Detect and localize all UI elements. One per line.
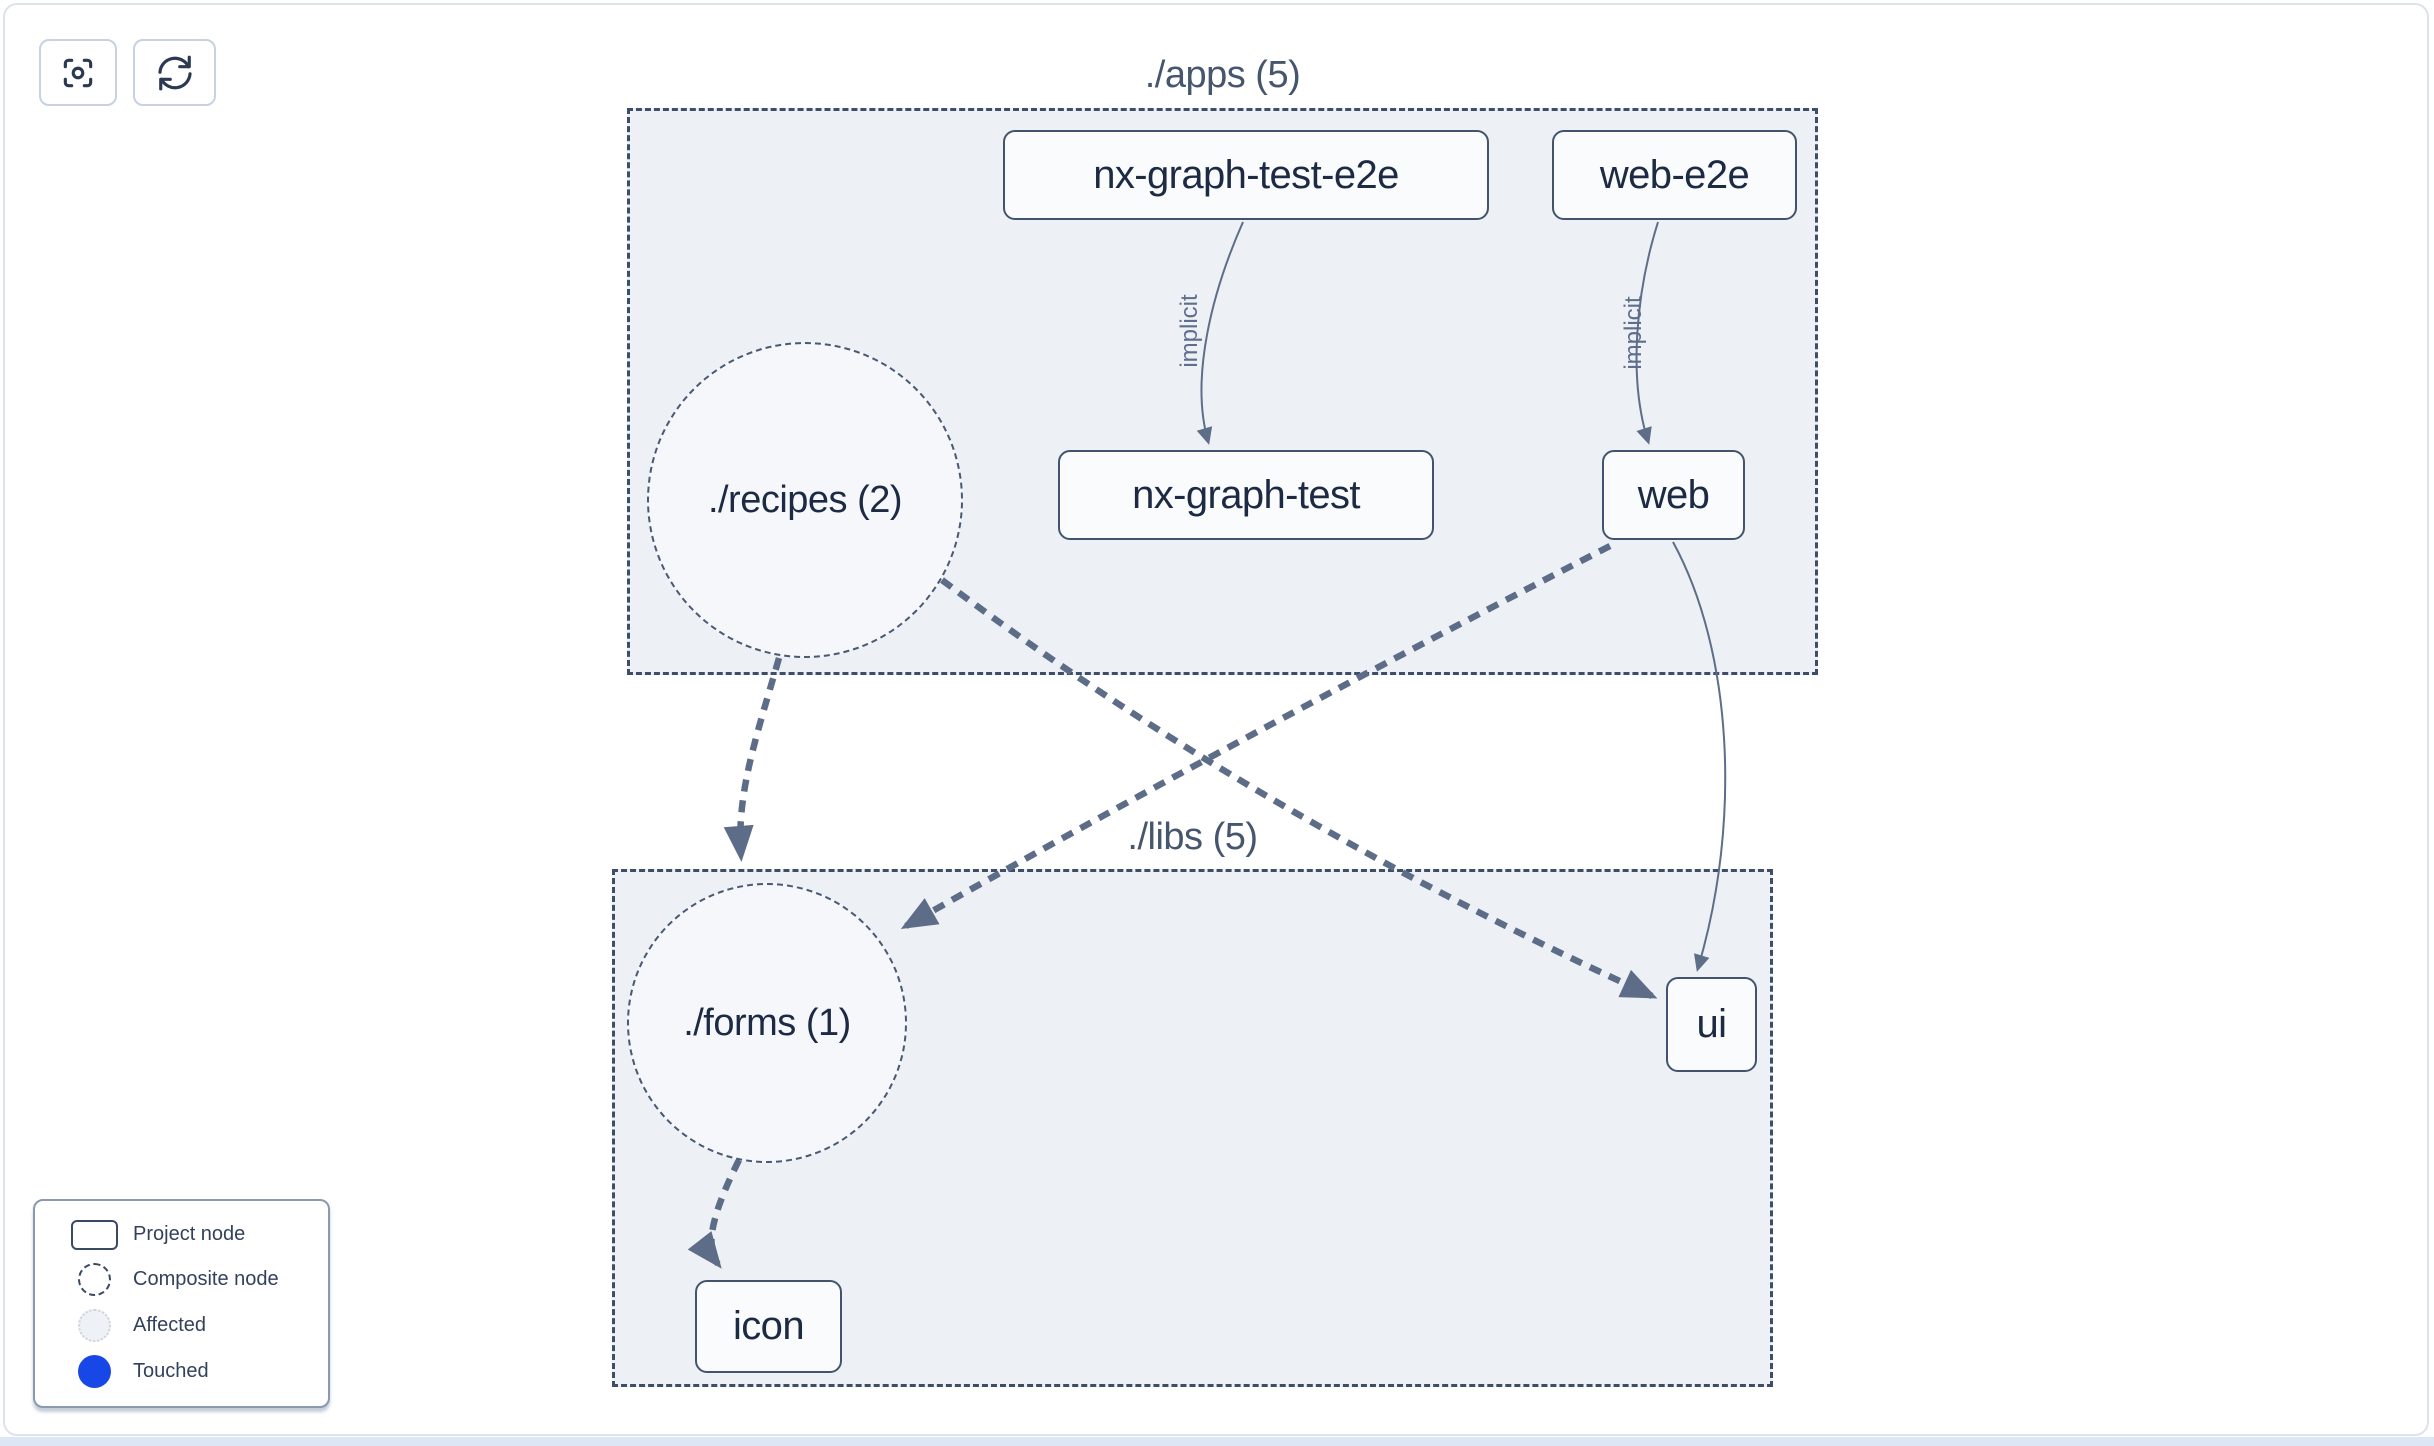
edge-recipes-to-ui[interactable] [940,577,1658,999]
composite-node-recipes[interactable]: ./recipes (2) [647,342,963,658]
affected-swatch [77,1308,111,1342]
refresh-icon [156,54,194,92]
project-node-ui-label: ui [1696,1002,1728,1046]
legend: Project node Composite node Affected Tou… [33,1199,330,1408]
project-node-icon[interactable]: icon [695,1280,842,1373]
legend-item-project-node: Project node [55,1219,318,1250]
legend-item-touched: Touched [55,1354,318,1388]
composite-node-forms[interactable]: ./forms (1) [627,883,907,1163]
bottom-band [0,1437,2434,1446]
project-node-web-label: web [1637,472,1710,517]
scan-focus-icon [59,54,97,92]
legend-label: Affected [133,1313,207,1336]
legend-label: Composite node [133,1267,279,1290]
project-node-nx-graph-test-e2e[interactable]: nx-graph-test-e2e [1003,130,1489,220]
edge-web-e2e-to-web[interactable] [1635,221,1659,445]
legend-item-affected: Affected [55,1308,318,1342]
legend-label: Project node [133,1223,246,1245]
refresh-button[interactable] [133,39,216,106]
cluster-apps-title: ./apps (5) [1144,54,1301,96]
touched-swatch [77,1354,111,1388]
legend-item-composite-node: Composite node [55,1262,318,1296]
edge-label-implicit-2: implicit [1620,296,1647,370]
legend-label: Touched [133,1359,209,1382]
project-node-web-e2e[interactable]: web-e2e [1552,130,1797,220]
project-node-nx-graph-test[interactable]: nx-graph-test [1058,450,1434,540]
project-node-ui[interactable]: ui [1666,977,1757,1072]
project-node-swatch [70,1219,118,1250]
project-node-nx-graph-test-e2e-label: nx-graph-test-e2e [1093,152,1399,197]
composite-node-forms-label: ./forms (1) [683,1001,851,1044]
project-node-web-e2e-label: web-e2e [1599,152,1750,197]
focus-button[interactable] [39,39,117,106]
edge-web-to-ui[interactable] [1672,541,1727,972]
cluster-libs-title: ./libs (5) [1127,816,1258,858]
composite-node-recipes-label: ./recipes (2) [707,478,903,521]
edge-forms-to-icon[interactable] [687,1158,742,1269]
edge-nx-graph-test-e2e-to-nx-graph-test[interactable] [1196,221,1244,445]
project-node-icon-label: icon [733,1304,805,1348]
edge-recipes-to-forms[interactable] [723,657,783,862]
project-node-web[interactable]: web [1602,450,1745,540]
project-node-nx-graph-test-label: nx-graph-test [1132,472,1360,517]
composite-node-swatch [77,1262,111,1296]
edge-label-implicit-1: implicit [1176,294,1203,368]
